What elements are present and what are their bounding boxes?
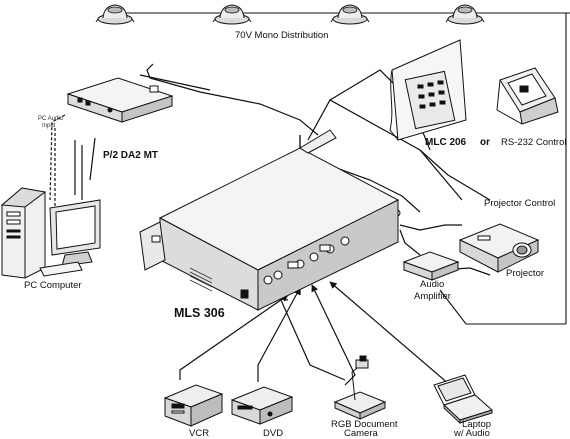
- document-camera-label: RGB Document: [331, 419, 398, 430]
- wall-control-panel-icon: [389, 39, 467, 141]
- mls306-label: MLS 306: [174, 306, 225, 320]
- distribution-amplifier-icon: [66, 77, 174, 123]
- pc-audio-input-label: PC Audio: [38, 116, 64, 122]
- switcher-icon: [139, 129, 400, 311]
- amplifier-icon: [402, 251, 460, 281]
- pc-computer-label: PC Computer: [24, 280, 82, 291]
- projector-icon: [458, 223, 540, 273]
- rs232-label: RS-232 Control: [501, 137, 567, 148]
- projector-control-label: Projector Control: [484, 198, 556, 209]
- laptop-icon: [433, 374, 493, 425]
- document-camera-icon: [333, 355, 387, 420]
- pc-audio-input-label: Input: [42, 123, 56, 129]
- desktop-computer-icon: [0, 187, 101, 279]
- ceiling-speaker-icon: [330, 4, 370, 25]
- speaker-bus: [115, 12, 570, 325]
- da2-label: P/2 DA2 MT: [103, 150, 159, 161]
- mlc206-label: MLC 206: [425, 137, 467, 148]
- dvd-label: DVD: [263, 428, 284, 439]
- laptop-label: w/ Audio: [454, 428, 490, 439]
- ceiling-speaker-icon: [212, 4, 252, 25]
- or-label: or: [480, 137, 490, 148]
- ceiling-speaker-icon: [95, 4, 135, 25]
- vcr-label: VCR: [189, 428, 210, 439]
- audio-amplifier-label: Amplifier: [414, 291, 451, 302]
- vcr-icon: [163, 384, 224, 427]
- document-camera-label: Camera: [344, 428, 378, 439]
- dvd-player-icon: [230, 386, 294, 425]
- laptop-label: Laptop: [462, 419, 492, 430]
- ceiling-speaker-icon: [445, 4, 485, 25]
- touch-panel-icon: [496, 67, 559, 125]
- audio-amplifier-label: Audio: [420, 279, 445, 290]
- distribution-label: 70V Mono Distribution: [235, 30, 329, 41]
- projector-label: Projector: [506, 268, 545, 279]
